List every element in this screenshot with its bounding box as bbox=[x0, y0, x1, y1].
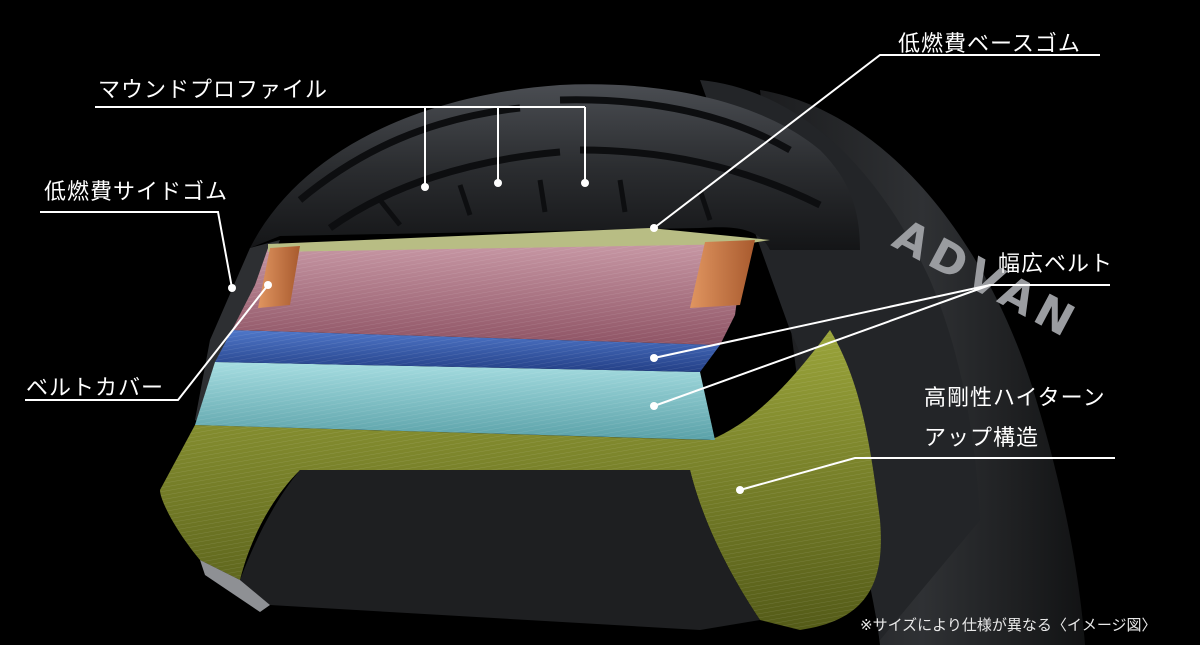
leader-mound-profile bbox=[95, 106, 586, 187]
leader-belt-cover bbox=[25, 284, 269, 401]
leader-wide-belt bbox=[653, 284, 1110, 407]
belt-cover-left bbox=[258, 246, 300, 308]
leader-side-rubber bbox=[40, 211, 233, 289]
leader-high-rigidity bbox=[739, 457, 1115, 491]
base-rubber-strip bbox=[268, 228, 770, 252]
leader-dots bbox=[228, 179, 744, 494]
footnote: ※サイズにより仕様が異なる〈イメージ図〉 bbox=[860, 616, 1157, 634]
tread-grooves bbox=[297, 96, 822, 231]
belt-cover-right bbox=[690, 240, 755, 308]
label-wide-belt: 幅広ベルト bbox=[998, 252, 1114, 277]
label-low-fuel-base-rubber: 低燃費ベースゴム bbox=[898, 32, 1081, 57]
leader-base-rubber bbox=[653, 54, 1100, 229]
label-low-fuel-side-rubber: 低燃費サイドゴム bbox=[44, 180, 229, 205]
leader-lines bbox=[25, 54, 1115, 491]
bead-left bbox=[200, 560, 270, 612]
label-belt-cover: ベルトカバー bbox=[26, 376, 165, 401]
label-high-rigidity-line1: 高剛性ハイターン bbox=[924, 386, 1106, 411]
label-high-rigidity-line2: アップ構造 bbox=[924, 426, 1040, 451]
inner-tread-bottom bbox=[240, 470, 760, 630]
label-mound-profile: マウンドプロファイル bbox=[98, 78, 329, 103]
